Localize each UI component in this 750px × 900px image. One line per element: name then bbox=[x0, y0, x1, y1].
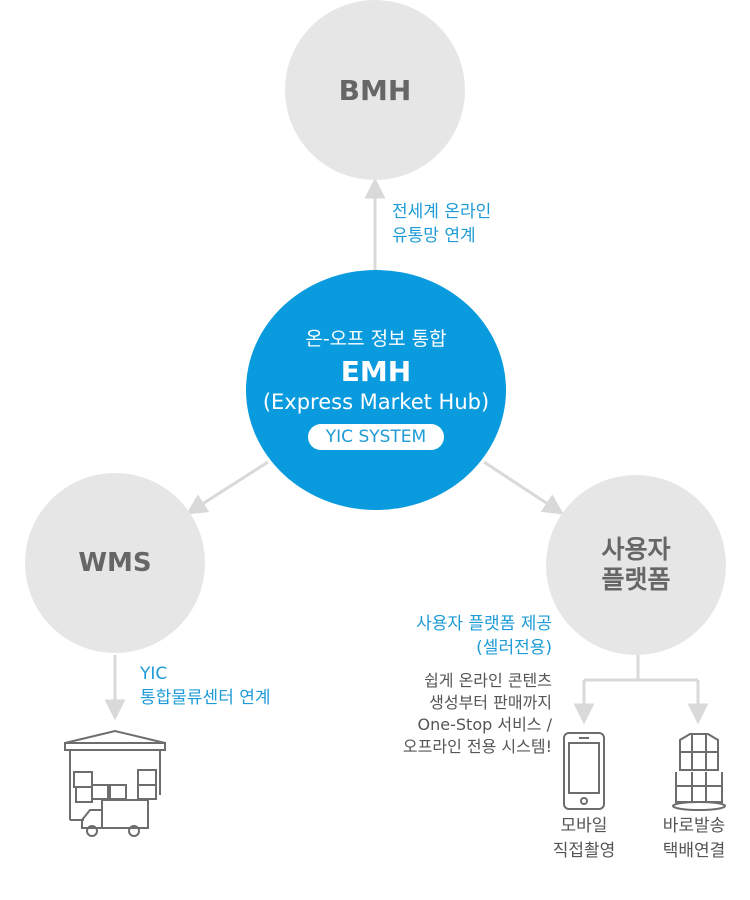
node-bmh: BMH bbox=[285, 0, 465, 180]
edge-label-wms-line1: YIC bbox=[140, 664, 168, 684]
node-user-platform: 사용자 플랫폼 bbox=[546, 475, 726, 655]
leaf-mobile-line1: 모바일 bbox=[560, 816, 608, 836]
emh-title: EMH bbox=[340, 355, 412, 388]
node-wms-label: WMS bbox=[78, 548, 152, 578]
platform-body3: One-Stop 서비스 / bbox=[417, 715, 552, 734]
connector-emh-wms bbox=[185, 460, 269, 515]
emh-badge: YIC SYSTEM bbox=[307, 424, 445, 450]
leaf-label-mobile: 모바일 직접촬영 bbox=[534, 814, 634, 864]
emh-subtitle: (Express Market Hub) bbox=[262, 390, 490, 414]
edge-label-wms: YIC 통합물류센터 연계 bbox=[140, 662, 271, 710]
platform-heading1: 사용자 플랫폼 제공 bbox=[416, 614, 552, 634]
edge-label-wms-line2: 통합물류센터 연계 bbox=[140, 688, 271, 708]
connector-emh-user-platform bbox=[483, 460, 565, 515]
edge-label-bmh-line1: 전세계 온라인 bbox=[392, 202, 492, 222]
parcel-stack-icon bbox=[672, 733, 726, 811]
leaf-label-delivery: 바로발송 택배연결 bbox=[644, 814, 744, 864]
leaf-delivery-line1: 바로발송 bbox=[662, 816, 726, 836]
platform-heading2: (셀러전용) bbox=[476, 638, 552, 658]
node-user-platform-line2: 플랫폼 bbox=[601, 565, 671, 594]
edge-label-bmh: 전세계 온라인 유통망 연계 bbox=[392, 200, 491, 248]
leaf-delivery-line2: 택배연결 bbox=[662, 841, 726, 861]
leaf-mobile-line2: 직접촬영 bbox=[552, 841, 616, 861]
node-emh: 온-오프 정보 통합 EMH (Express Market Hub) YIC … bbox=[246, 270, 506, 510]
smartphone-icon bbox=[563, 732, 605, 810]
node-user-platform-line1: 사용자 bbox=[601, 535, 671, 564]
node-wms: WMS bbox=[25, 473, 205, 653]
user-platform-description: 사용자 플랫폼 제공 (셀러전용) 쉽게 온라인 콘텐츠 생성부터 판매까지 O… bbox=[352, 612, 552, 758]
node-bmh-label: BMH bbox=[338, 73, 412, 107]
emh-line1: 온-오프 정보 통합 bbox=[305, 328, 447, 350]
platform-body2: 생성부터 판매까지 bbox=[429, 693, 552, 712]
platform-body4: 오프라인 전용 시스템! bbox=[402, 737, 552, 756]
platform-body1: 쉽게 온라인 콘텐츠 bbox=[424, 671, 552, 690]
edge-label-bmh-line2: 유통망 연계 bbox=[392, 226, 476, 246]
warehouse-truck-icon bbox=[64, 729, 166, 837]
